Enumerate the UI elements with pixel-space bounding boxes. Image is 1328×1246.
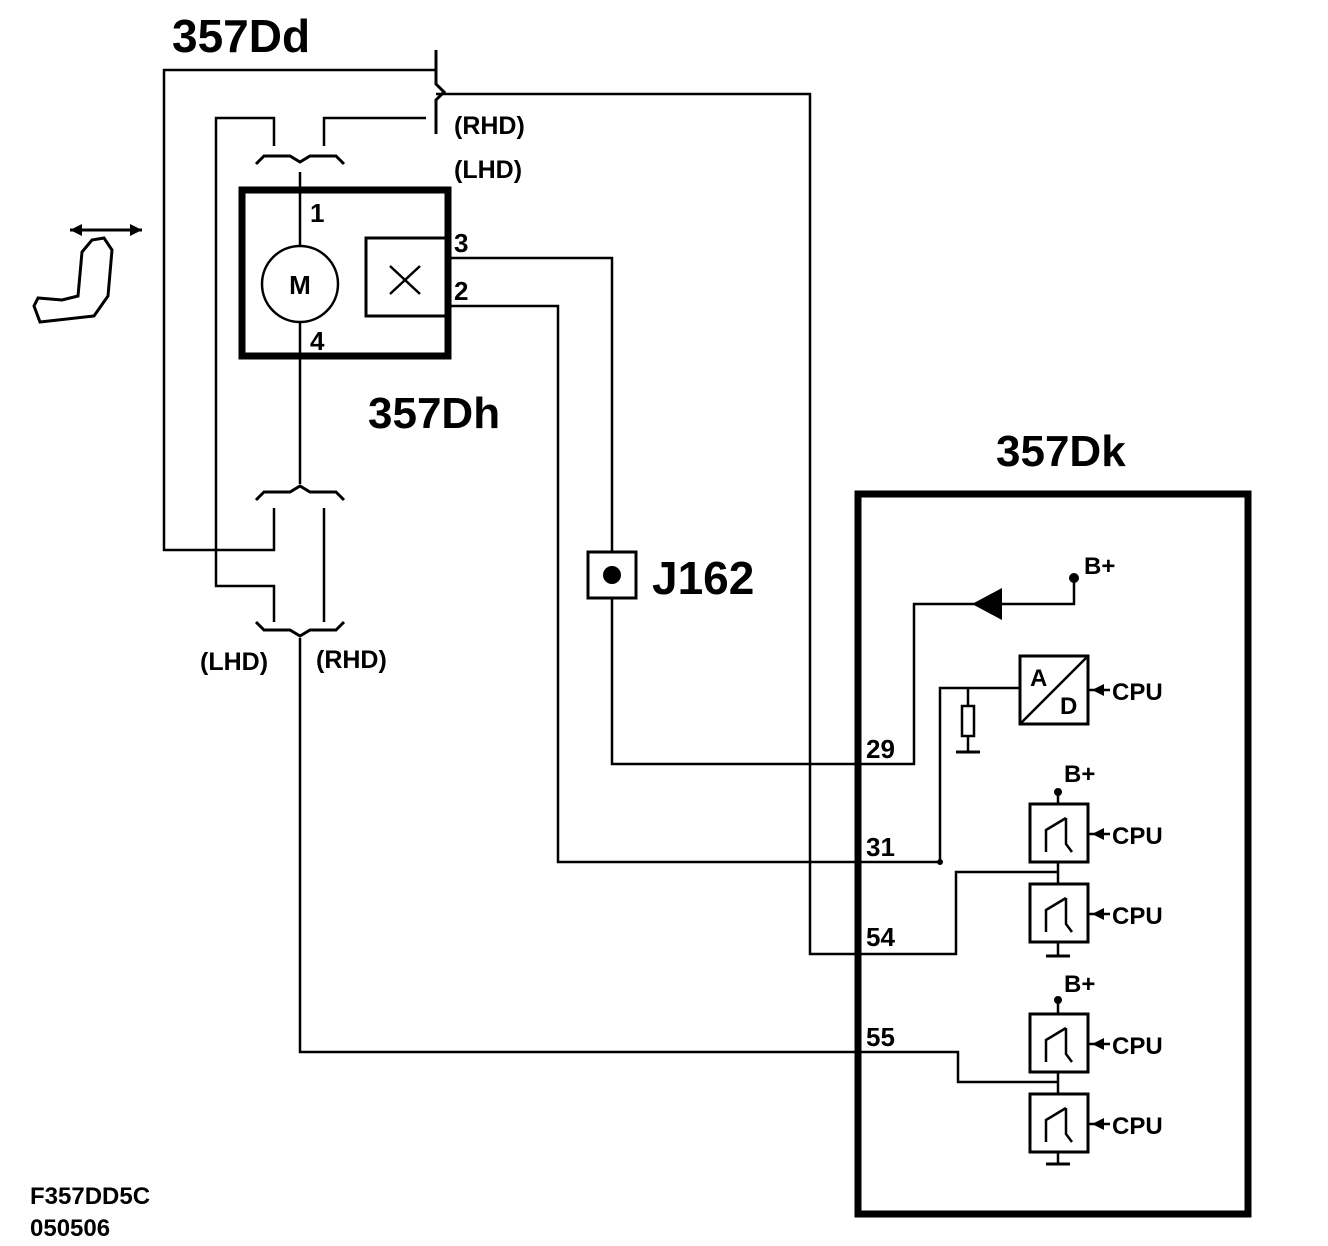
lower-bottom-brace bbox=[254, 620, 346, 638]
control-module-box bbox=[854, 490, 1252, 1218]
internal-wire-pin55 bbox=[858, 1050, 1058, 1084]
wire-switch-top-right bbox=[322, 116, 426, 146]
motor-label: 357Dh bbox=[368, 389, 500, 438]
supply-label-3: B+ bbox=[1064, 971, 1095, 998]
cpu-label-1: CPU bbox=[1112, 823, 1163, 850]
top-lhd-note: (LHD) bbox=[454, 156, 522, 184]
pin-2: 2 bbox=[454, 276, 468, 306]
top-rhd-note: (RHD) bbox=[454, 112, 525, 140]
switch-label: 357Dd bbox=[172, 10, 310, 62]
connector-dot bbox=[603, 566, 621, 584]
transistor-sym-low-2 bbox=[1044, 1106, 1073, 1143]
adc-a: A bbox=[1030, 665, 1047, 692]
wire-pin3-j162 bbox=[448, 256, 614, 552]
transistor-sym-high-1 bbox=[1044, 816, 1073, 853]
wire-switch-top-inner bbox=[214, 116, 276, 622]
adc-d: D bbox=[1060, 693, 1077, 720]
wire-pin2-pin31 bbox=[448, 304, 858, 864]
pin-4: 4 bbox=[310, 326, 325, 356]
transistor-sym-low-1 bbox=[1044, 896, 1073, 933]
top-right-brace bbox=[434, 50, 447, 134]
module-pin-54: 54 bbox=[866, 922, 895, 952]
module-pin-55: 55 bbox=[866, 1022, 895, 1052]
wire-to-pin54 bbox=[436, 92, 858, 956]
wire-j162-pin29 bbox=[610, 598, 858, 766]
pin-3: 3 bbox=[454, 228, 468, 258]
transistor-sym-high-2 bbox=[1044, 1026, 1073, 1063]
diode-icon bbox=[972, 588, 1002, 620]
transistor-icon-low-1 bbox=[1028, 882, 1090, 944]
internal-wire-pin29 bbox=[858, 578, 1076, 766]
connector-icon bbox=[586, 550, 638, 600]
connector-label: J162 bbox=[652, 552, 754, 604]
motor-unit-box bbox=[238, 186, 452, 360]
cpu-label-3: CPU bbox=[1112, 1033, 1163, 1060]
cpu-label-2: CPU bbox=[1112, 903, 1163, 930]
sensor-cross bbox=[389, 265, 421, 295]
pin-1: 1 bbox=[310, 198, 324, 228]
position-sensor-icon bbox=[364, 236, 448, 318]
module-pin-31: 31 bbox=[866, 832, 895, 862]
cpu-label-4: CPU bbox=[1112, 1113, 1163, 1140]
lower-rhd-note: (RHD) bbox=[316, 646, 387, 674]
adc-cpu: CPU bbox=[1112, 679, 1163, 706]
footer-date: 050506 bbox=[30, 1215, 110, 1242]
transistor-icon-high-2 bbox=[1028, 1012, 1090, 1074]
supply-label-1: B+ bbox=[1084, 553, 1115, 580]
internal-wire-pin54 bbox=[858, 870, 1058, 956]
module-pin-29: 29 bbox=[866, 734, 895, 764]
wire-switch-top-outer bbox=[162, 68, 436, 552]
module-label: 357Dk bbox=[996, 427, 1126, 476]
transistor-icon-high-1 bbox=[1028, 802, 1090, 864]
lower-lhd-note: (LHD) bbox=[200, 648, 268, 676]
internal-wire-pin31 bbox=[858, 686, 1020, 864]
supply-label-2: B+ bbox=[1064, 761, 1095, 788]
junction-pin31 bbox=[937, 859, 943, 865]
lower-top-brace bbox=[254, 484, 346, 502]
adc-diagonal bbox=[1019, 655, 1089, 725]
seat-icon bbox=[32, 224, 142, 324]
top-horizontal-brace bbox=[254, 154, 346, 166]
transistor-icon-low-2 bbox=[1028, 1092, 1090, 1154]
wire-to-pin55 bbox=[298, 638, 858, 1054]
resistor-icon bbox=[960, 704, 976, 738]
supply-node bbox=[1069, 573, 1079, 583]
motor-symbol: M bbox=[289, 270, 311, 300]
footer-code: F357DD5C bbox=[30, 1183, 150, 1210]
